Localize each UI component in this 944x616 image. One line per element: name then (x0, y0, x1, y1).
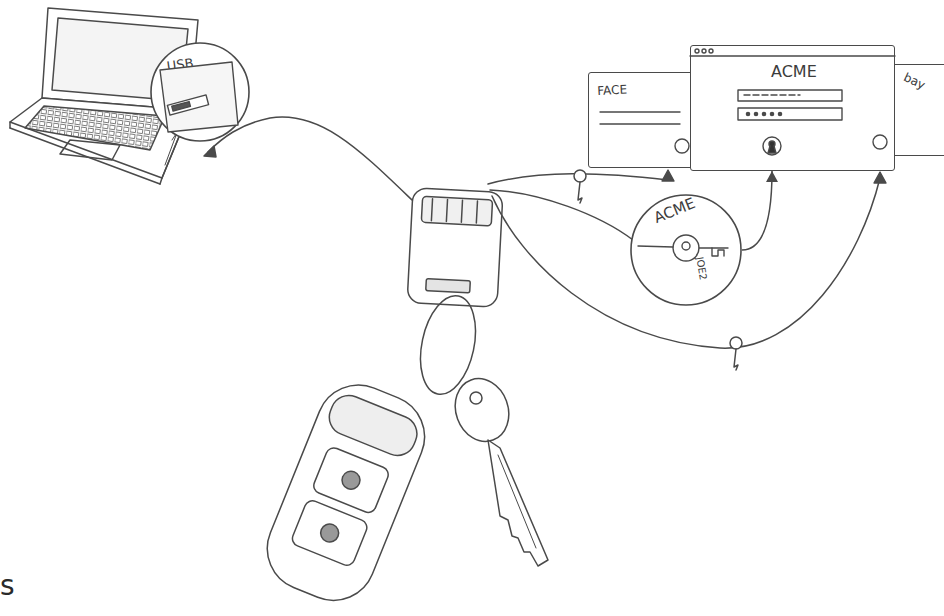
arrow-head (766, 171, 778, 182)
small-key (730, 337, 742, 370)
login-form (768, 146, 776, 153)
disk-key (638, 246, 673, 247)
usb-token (407, 188, 503, 308)
usb-port (172, 102, 191, 111)
usb-port (167, 95, 208, 115)
window-arrowheads (874, 172, 886, 183)
login-form (762, 112, 765, 115)
login-fields (600, 111, 680, 112)
node-text: FACE (597, 83, 627, 97)
laptop (10, 128, 160, 184)
door-key (498, 455, 536, 548)
car-remote (290, 498, 369, 567)
disk-key (699, 247, 728, 248)
node-text: bay (902, 71, 927, 91)
window-arrowheads (662, 170, 886, 183)
login-form (738, 90, 842, 101)
login-fields (873, 135, 887, 149)
usb-port (160, 62, 238, 132)
usb-port (160, 62, 238, 132)
door-key (470, 392, 482, 404)
laptop (160, 178, 162, 184)
login-fields (600, 123, 680, 124)
login-form (754, 112, 757, 115)
connector-line (742, 171, 772, 250)
usb-token (421, 196, 492, 226)
leader-lines (204, 146, 216, 157)
login-fields (873, 135, 887, 149)
usb-token (461, 200, 462, 222)
door-key (488, 440, 548, 566)
login-form (763, 137, 781, 155)
car-remote (255, 372, 438, 613)
leader-lines (492, 178, 880, 348)
leader-lines (204, 117, 880, 348)
small-key (574, 170, 586, 182)
car-remote (339, 468, 362, 491)
login-fields (675, 139, 689, 153)
node-text: ACME (771, 64, 817, 80)
usb-token (407, 188, 503, 308)
cut-off-text: s (0, 572, 15, 600)
login-form (738, 108, 842, 120)
usb-token (426, 279, 471, 293)
door-key (447, 371, 548, 566)
login-form (770, 112, 773, 115)
leader-lines (208, 117, 412, 200)
login-form (690, 55, 895, 56)
door-key (447, 371, 518, 449)
laptop (9, 122, 11, 128)
login-form (746, 112, 749, 115)
usb-token (476, 201, 477, 223)
usb-token (431, 199, 432, 221)
small-key (578, 182, 582, 203)
circle-outline (631, 195, 741, 305)
login-form (744, 94, 800, 95)
login-form (778, 112, 781, 115)
car-remote (255, 372, 438, 613)
disk-key (682, 242, 690, 250)
usb-token (407, 188, 503, 308)
car-remote (318, 521, 341, 544)
laptop (25, 106, 165, 150)
circle-outline (151, 43, 249, 141)
small-key (574, 170, 586, 203)
usb-token (446, 200, 447, 222)
window-arrowheads (662, 170, 674, 181)
small-key (734, 349, 738, 370)
leader-lines (490, 190, 633, 240)
small-key (730, 337, 742, 349)
disk-key (673, 235, 699, 261)
car-remote (255, 372, 438, 613)
